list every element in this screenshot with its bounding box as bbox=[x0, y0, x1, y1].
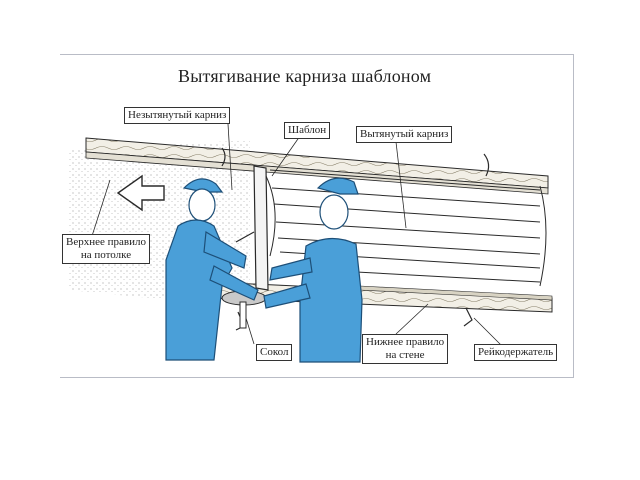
label-upper-rule: Верхнее правило на потолке bbox=[62, 234, 150, 264]
label-pulled-cornice-text: Вытянутый карниз bbox=[360, 128, 449, 140]
label-upper-rule-line2: на потолке bbox=[80, 249, 132, 261]
left-worker bbox=[165, 178, 259, 361]
label-pulled-cornice: Вытянутый карниз bbox=[356, 126, 453, 143]
diagram-title: Вытягивание карниза шаблоном bbox=[178, 66, 432, 86]
label-upper-rule-line1: Верхнее правило bbox=[66, 236, 146, 248]
label-falcon: Сокол bbox=[256, 344, 293, 361]
frame-bottom-line bbox=[60, 377, 574, 378]
label-unpulled-cornice: Незытянутый карниз bbox=[124, 107, 231, 124]
label-falcon-text: Сокол bbox=[260, 346, 289, 358]
label-unpulled-cornice-text: Незытянутый карниз bbox=[128, 109, 227, 121]
right-worker bbox=[263, 177, 363, 363]
label-rail-holder-text: Рейкодержатель bbox=[478, 346, 554, 358]
arrow-left-icon bbox=[116, 174, 165, 212]
template-board bbox=[253, 165, 276, 291]
label-template: Шаблон bbox=[284, 122, 331, 139]
falcon-tool bbox=[221, 290, 267, 329]
label-rail-holder: Рейкодержатель bbox=[474, 344, 558, 361]
frame-top-line bbox=[60, 54, 574, 55]
label-lower-rule: Нижнее правило на стене bbox=[362, 334, 449, 364]
label-template-text: Шаблон bbox=[288, 124, 327, 136]
label-lower-rule-line2: на стене bbox=[385, 349, 425, 361]
frame-right-line bbox=[573, 54, 574, 378]
label-lower-rule-line1: Нижнее правило bbox=[366, 336, 445, 348]
